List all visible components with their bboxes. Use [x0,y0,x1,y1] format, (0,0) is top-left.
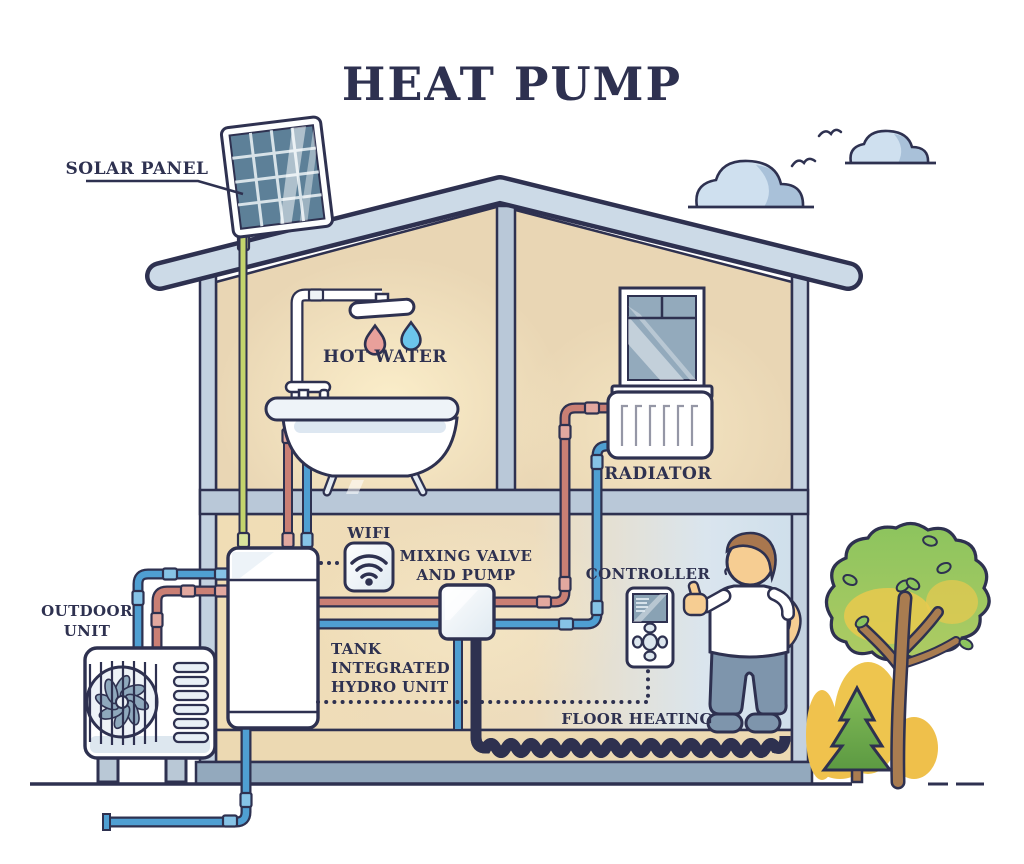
deciduous-tree [824,521,991,790]
controller-link-dotted [316,668,650,704]
person [682,531,802,734]
leaf-icon [842,535,974,651]
mixing-valve-label-1: MIXING VALVE [400,547,533,565]
tank-label-1: TANK [331,640,382,658]
controller-device [625,586,675,669]
radiator [606,390,714,460]
tank-label-3: HYDRO UNIT [331,678,449,696]
page-title: HEAT PUMP [342,57,682,111]
labels: SOLAR PANEL HOT WATER RADIATOR WIFI MIXI… [41,159,712,728]
mixing-valve-box [438,583,496,641]
tank-integrated-hydro-unit [226,546,320,730]
bird-icon [790,157,817,168]
thumbs-up-hand [682,580,709,617]
outdoor-unit-label-2: UNIT [64,622,111,640]
bathtub-rim [264,396,460,422]
wifi-label: WIFI [346,524,390,542]
shower [290,288,416,400]
cold-drop-icon [400,320,422,351]
tank-label-2: INTEGRATED [331,659,450,677]
vent-slats [172,661,210,744]
solar-panel-leader [86,179,244,196]
floor-heating-label: FLOOR HEATING [561,710,712,728]
wall-divider [495,204,517,492]
hot-water-label: HOT WATER [323,347,447,367]
radiator-label: RADIATOR [604,464,712,484]
wifi-box [343,541,395,593]
shower-head [348,297,416,320]
window [610,286,714,400]
outdoor-unit [83,646,217,784]
mixing-valve-label-2: AND PUMP [415,566,515,584]
pine-tree [821,684,893,784]
wifi-icon [350,554,388,579]
hot-drop-icon [363,323,387,356]
water-drops [363,320,422,356]
wall-right [790,270,810,764]
foundation [194,760,814,786]
solar-panel [219,115,335,268]
floor-heating-pipe [470,639,791,753]
floor-band [198,488,810,516]
bird-icon [817,128,843,138]
cloud-large [688,159,814,209]
bathtub [264,380,460,497]
controller-label: CONTROLLER [586,565,711,583]
solar-panel-label: SOLAR PANEL [66,159,209,179]
roof [145,175,863,291]
cloud-small [845,129,936,165]
outdoor-unit-label-1: OUTDOOR [41,602,133,620]
